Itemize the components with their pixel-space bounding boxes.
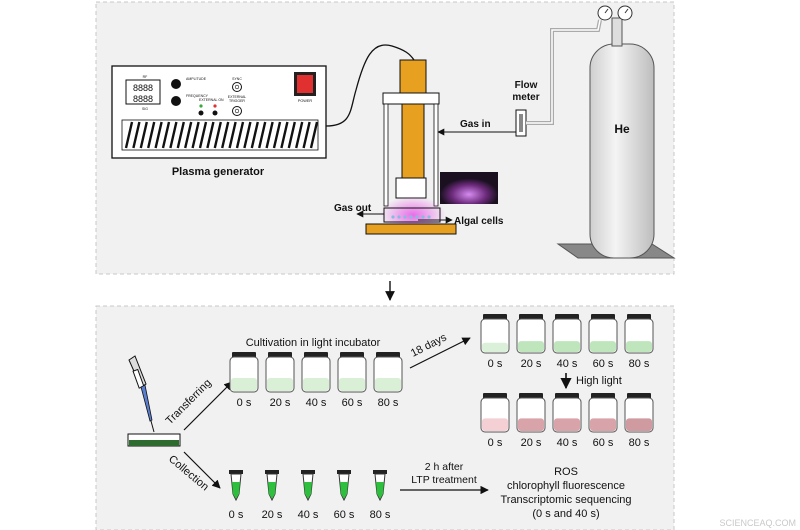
cultivation-jar xyxy=(301,352,331,393)
rf-label: RF xyxy=(143,75,148,79)
display-digits-2: 8888 xyxy=(133,94,153,104)
cultivation-jars: 0 s 20 s 40 s 60 s 80 s xyxy=(229,352,403,409)
high-light-label: High light xyxy=(576,375,622,387)
algal-cells-label: Algal cells xyxy=(454,216,504,227)
collection-tube xyxy=(301,470,315,502)
grown-pink-jar xyxy=(516,393,546,433)
power-cable xyxy=(325,44,415,127)
grown-pink-jar xyxy=(588,393,618,433)
reactor-top-plate xyxy=(382,92,440,105)
tube-time-label: 60 s xyxy=(334,509,355,521)
result-transcriptomic: Transcriptomic sequencing xyxy=(500,494,631,506)
button-1 xyxy=(198,110,204,116)
indicator-led-red xyxy=(213,104,217,108)
result-chlorophyll: chlorophyll fluorescence xyxy=(507,480,625,492)
grown-green-jar xyxy=(480,314,510,354)
plasma-generator-label: Plasma generator xyxy=(172,166,265,178)
grown-pink-time-label: 80 s xyxy=(629,437,650,449)
tube-time-label: 20 s xyxy=(262,509,283,521)
grown-green-time-label: 40 s xyxy=(557,358,578,370)
result-ros: ROS xyxy=(554,466,578,478)
grown-green-jar xyxy=(624,314,654,354)
cultivation-label: Cultivation in light incubator xyxy=(246,337,381,349)
algal-cell-dots xyxy=(391,215,431,219)
sig-label: SIG xyxy=(142,107,148,111)
electrode-top-cap xyxy=(399,59,427,95)
cultivation-jar xyxy=(337,352,367,393)
grown-jars-pink: 0 s 20 s 40 s 60 s 80 s xyxy=(480,393,654,449)
reactor-right-post xyxy=(433,103,439,207)
result-note: (0 s and 40 s) xyxy=(532,508,599,520)
grown-green-time-label: 80 s xyxy=(629,358,650,370)
cultivation-jar xyxy=(373,352,403,393)
cylinder-valve xyxy=(611,17,623,47)
grown-pink-time-label: 20 s xyxy=(521,437,542,449)
grown-green-jar xyxy=(552,314,582,354)
sync-label: SYNC xyxy=(232,77,242,81)
frequency-display xyxy=(125,79,161,105)
amplitude-label: AMPLITUDE xyxy=(186,77,207,81)
collection-arrow xyxy=(183,451,221,489)
tube-time-label: 40 s xyxy=(298,509,319,521)
plasma-generator: 8888 8888 RF SIG AMPLITUDE FREQUENCY EXT… xyxy=(111,65,327,159)
collection-tube xyxy=(265,470,279,502)
grown-green-time-label: 0 s xyxy=(488,358,503,370)
electrode-head xyxy=(395,177,427,199)
grown-jars-green: 0 s 20 s 40 s 60 s 80 s xyxy=(480,314,654,370)
ltp-label-2: LTP treatment xyxy=(411,474,477,486)
sample-dish xyxy=(383,207,441,223)
gas-in-label: Gas in xyxy=(460,119,491,130)
button-2 xyxy=(212,110,218,116)
grown-pink-jar xyxy=(552,393,582,433)
plasma-reactor xyxy=(365,59,457,235)
transfer-arrow xyxy=(183,381,233,431)
external-on-label: EXTERNAL ON xyxy=(199,98,224,102)
gas-out-label: Gas out xyxy=(334,203,372,214)
days-arrow xyxy=(409,337,471,369)
collection-tubes: 0 s 20 s 40 s 60 s 80 s xyxy=(229,470,391,521)
grown-green-jar xyxy=(588,314,618,354)
collection-tube xyxy=(373,470,387,502)
plasma-photo xyxy=(440,172,498,204)
flow-meter-label-2: meter xyxy=(512,92,539,103)
grown-green-time-label: 20 s xyxy=(521,358,542,370)
cultivation-jar xyxy=(229,352,259,393)
amplitude-knob xyxy=(171,79,181,89)
cultivation-time-label: 20 s xyxy=(270,397,291,409)
grown-green-jar xyxy=(516,314,546,354)
grown-green-time-label: 60 s xyxy=(593,358,614,370)
cultivation-time-label: 40 s xyxy=(306,397,327,409)
collection-tube xyxy=(229,470,243,502)
pipette-icon xyxy=(128,355,155,433)
cultivation-jar xyxy=(265,352,295,393)
grown-pink-jar xyxy=(480,393,510,433)
frequency-label: FREQUENCY xyxy=(186,94,209,98)
helium-label: He xyxy=(614,122,630,136)
helium-cylinder xyxy=(556,5,676,259)
power-label: POWER xyxy=(298,99,313,103)
frequency-knob xyxy=(171,96,181,106)
grown-pink-jar xyxy=(624,393,654,433)
grown-pink-time-label: 60 s xyxy=(593,437,614,449)
tube-time-label: 80 s xyxy=(370,509,391,521)
reactor-base xyxy=(365,223,457,235)
display-digits-1: 8888 xyxy=(133,83,153,93)
cultivation-time-label: 60 s xyxy=(342,397,363,409)
grown-pink-time-label: 0 s xyxy=(488,437,503,449)
tube-time-label: 0 s xyxy=(229,509,244,521)
cultivation-time-label: 0 s xyxy=(237,397,252,409)
ltp-label-1: 2 h after xyxy=(425,461,464,473)
indicator-led-green xyxy=(199,104,203,108)
reactor-left-post xyxy=(383,103,389,207)
flow-meter-label-1: Flow xyxy=(515,80,538,91)
cultivation-time-label: 80 s xyxy=(378,397,399,409)
vent-grille xyxy=(121,119,319,151)
watermark: SCIENCEAQ.COM xyxy=(719,518,796,528)
collection-tube xyxy=(337,470,351,502)
electrode-shaft xyxy=(401,103,425,179)
grown-pink-time-label: 40 s xyxy=(557,437,578,449)
